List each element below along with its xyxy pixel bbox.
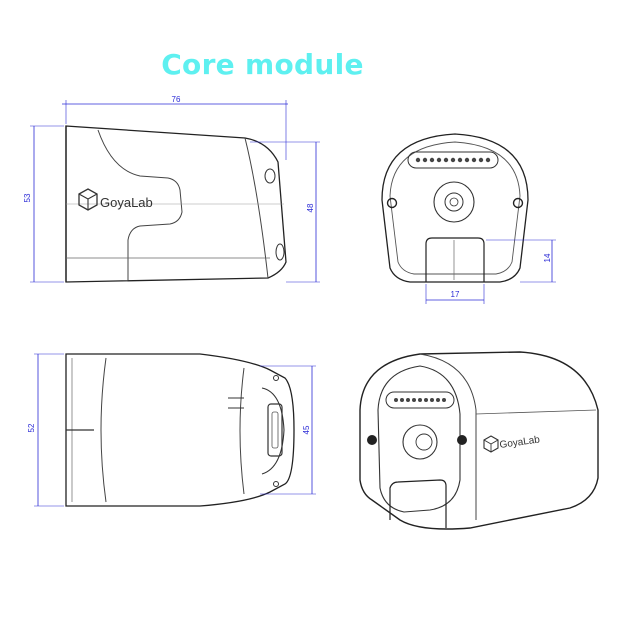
iso-brand-logo-icon (483, 435, 499, 453)
dim-top-overall: 52 (27, 423, 36, 432)
dim-height-overall: 53 (23, 193, 32, 202)
brand-logo-icon (78, 188, 98, 211)
isometric-view: GoyaLab (359, 351, 599, 530)
dim-length: 76 (172, 95, 181, 104)
connector-pins (415, 157, 491, 163)
front-view: 14 17 (381, 133, 556, 304)
dim-top-inner: 45 (302, 425, 311, 434)
iso-connector-pins (394, 398, 446, 402)
brand-label-side: GoyaLab (100, 195, 153, 210)
dim-slot-width: 17 (451, 290, 460, 299)
top-view: 52 45 (27, 353, 316, 507)
dim-slot-height: 14 (543, 253, 552, 262)
brand-label-iso: GoyaLab (499, 434, 541, 451)
dim-height-inner: 48 (306, 203, 315, 212)
side-view: GoyaLab 76 53 48 (23, 95, 320, 283)
page-title: Core module (161, 48, 364, 81)
